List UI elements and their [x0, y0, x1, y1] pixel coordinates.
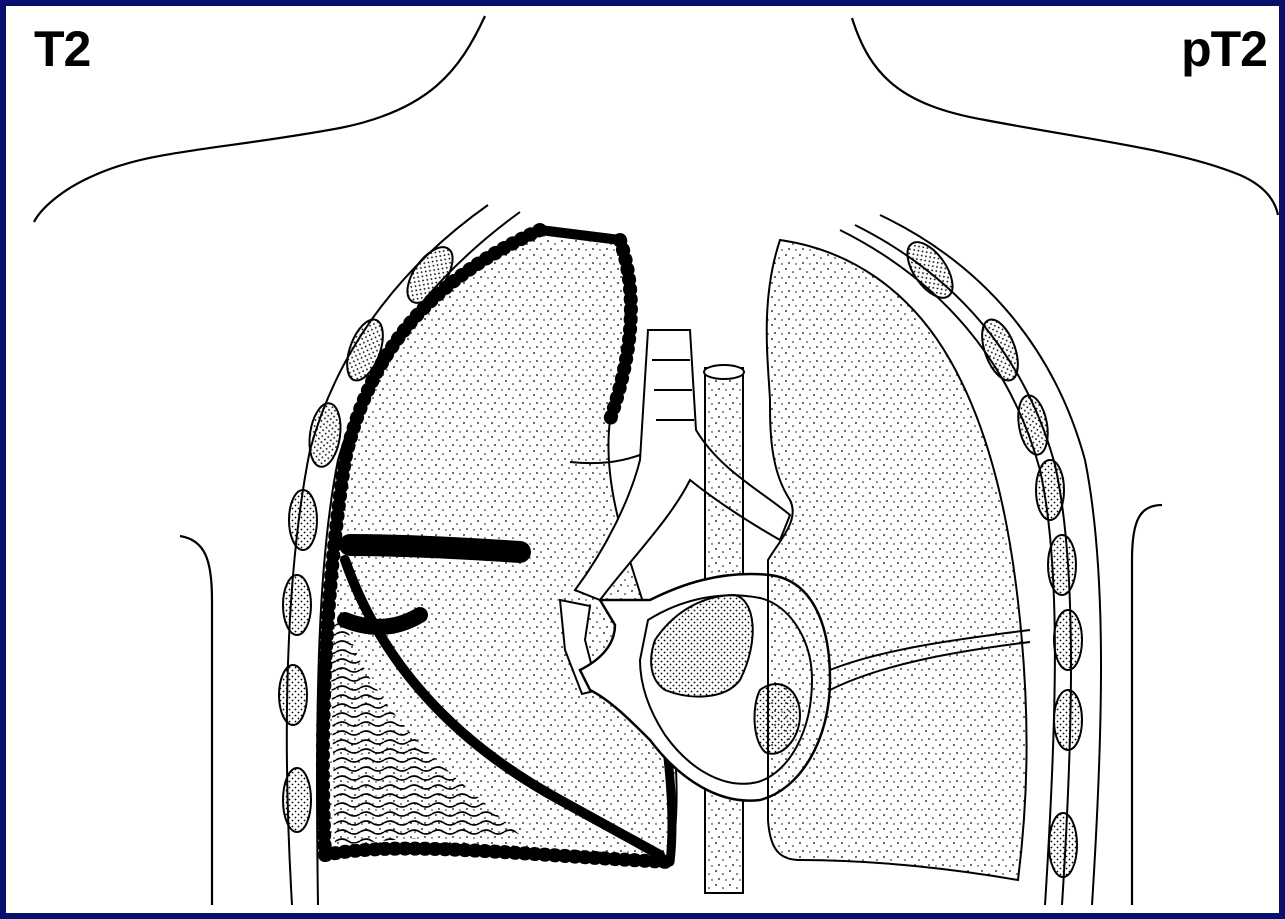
stage-label-pt: pT2	[1181, 24, 1267, 74]
thorax-illustration	[6, 6, 1279, 913]
diagram-canvas: T2 pT2	[6, 6, 1279, 913]
stage-label-t: T2	[34, 24, 90, 74]
